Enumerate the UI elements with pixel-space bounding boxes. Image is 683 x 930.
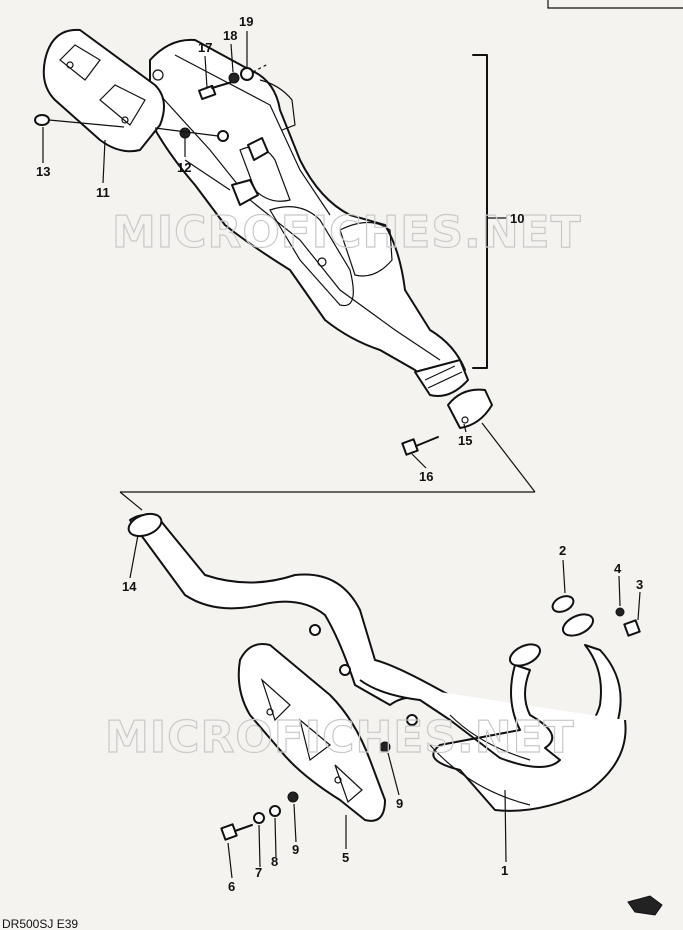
callout-12: 12: [177, 160, 191, 175]
bolt-17: [198, 81, 233, 101]
nut-9-upper: [379, 741, 391, 753]
callout-17: 17: [198, 40, 212, 55]
callout-9-upper: 9: [396, 796, 403, 811]
callout-16: 16: [419, 469, 433, 484]
callout-11: 11: [96, 185, 110, 200]
watermark-top: MICROFICHES.NET: [112, 207, 582, 258]
heat-shield: [237, 643, 386, 822]
leader-lines: [42, 31, 641, 879]
washer-4: [615, 607, 625, 617]
watermark-bottom: MICROFICHES.NET: [105, 712, 575, 763]
callout-8: 8: [271, 854, 278, 869]
callout-9-lower: 9: [292, 842, 299, 857]
callout-7: 7: [255, 865, 262, 880]
nut-19: [240, 63, 269, 81]
callout-1: 1: [501, 863, 508, 878]
callout-15: 15: [458, 433, 472, 448]
nuts-12: [154, 127, 229, 157]
bolt-6: [220, 823, 253, 841]
bolt-13: [34, 114, 125, 128]
nut-9-lower: [287, 791, 299, 803]
bolt-16: [401, 436, 439, 456]
clamp-15: [447, 388, 493, 429]
callout-4: 4: [614, 561, 622, 576]
exhaust-pipe: [127, 512, 627, 812]
bolt-3: [623, 619, 641, 637]
callout-3: 3: [636, 577, 643, 592]
front-arrow-icon: [627, 895, 663, 916]
connection-line-c: [119, 491, 143, 511]
muffler-body: [149, 38, 469, 397]
gasket-2: [551, 595, 575, 613]
part-10-bracket: [472, 54, 488, 369]
washer-7: [253, 812, 265, 824]
callout-19: 19: [239, 14, 253, 29]
callout-6: 6: [228, 879, 235, 894]
callout-13: 13: [36, 164, 50, 179]
washer-8: [269, 805, 281, 817]
callout-18: 18: [223, 28, 237, 43]
callout-2: 2: [559, 543, 566, 558]
connection-line-b: [481, 422, 536, 493]
frame-corner: [547, 0, 683, 9]
diagram-caption: DR500SJ E39: [2, 917, 78, 930]
washer-18: [228, 72, 240, 84]
callout-14: 14: [122, 579, 137, 594]
callout-10: 10: [510, 211, 524, 226]
gasket-plate: [42, 28, 165, 153]
callout-5: 5: [342, 850, 349, 865]
